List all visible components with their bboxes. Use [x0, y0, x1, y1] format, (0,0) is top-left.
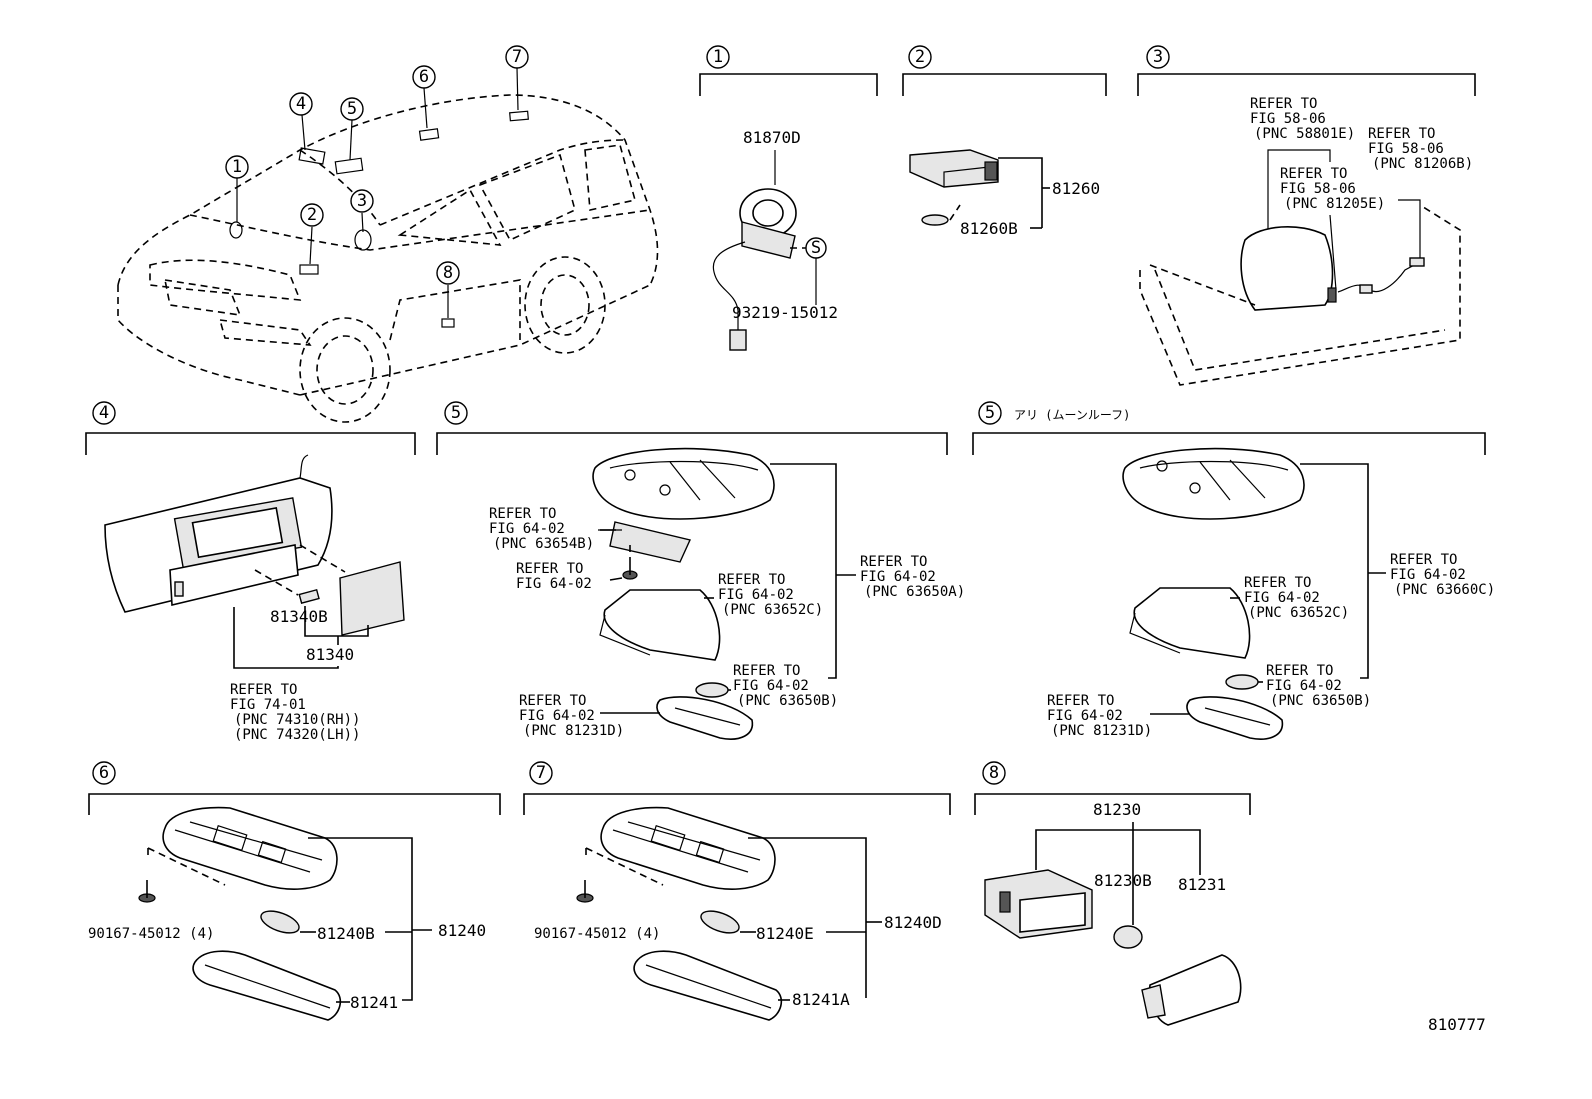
moonroof-note: アリ (ムーンルーフ) — [1014, 408, 1130, 422]
ref-81206B-l1: REFER TO — [1368, 126, 1435, 142]
part-90167-45012-a: 90167-45012 (4) — [88, 926, 214, 942]
callout-3: 3 — [350, 189, 374, 213]
ref-81231D-l2: FIG 64-02 — [519, 708, 595, 724]
ref-63652C-l1: REFER TO — [718, 572, 785, 588]
section-3: 3 REFER TO FIG 58-06 (PNC 58801E) REFER … — [1137, 45, 1476, 386]
ref-81231D-l1: REFER TO — [519, 693, 586, 709]
ref-b-63652C-l3: (PNC 63652C) — [1248, 605, 1349, 621]
s-mark-label: S — [811, 238, 821, 258]
part-81870D: 81870D — [743, 128, 801, 147]
section-5-number: 5 — [451, 403, 461, 423]
callout-6-label: 6 — [419, 67, 429, 87]
callout-2-label: 2 — [307, 205, 317, 225]
ref-81205E-l2: FIG 58-06 — [1280, 181, 1356, 197]
section-5-moonroof: 5 アリ (ムーンルーフ) REFER TO FIG 64-02 (PNC 63… — [972, 401, 1495, 740]
ref-81206B-l3: (PNC 81206B) — [1372, 156, 1473, 172]
part-81240B: 81240B — [317, 924, 375, 943]
ref-fig6402-l1: REFER TO — [516, 561, 583, 577]
ref-81205E-l3: (PNC 81205E) — [1284, 196, 1385, 212]
ref-b-63650B-l1: REFER TO — [1266, 663, 1333, 679]
ref-63650B-l3: (PNC 63650B) — [737, 693, 838, 709]
section-5b-number: 5 — [985, 403, 995, 423]
section-6-number: 6 — [99, 763, 109, 783]
ref-63650A-l1: REFER TO — [860, 554, 927, 570]
ref-63660C-l1: REFER TO — [1390, 552, 1457, 568]
part-81340: 81340 — [306, 645, 354, 664]
ref-63660C-l3: (PNC 63660C) — [1394, 582, 1495, 598]
section-2: 2 81260 81260B — [902, 45, 1107, 238]
diagram-number: 810777 — [1428, 1015, 1486, 1034]
section-7: 7 90167-45012 (4) 81240D 81240E 81241A — [523, 761, 951, 1021]
ref-63652C-l3: (PNC 63652C) — [722, 602, 823, 618]
callout-8: 8 — [436, 261, 460, 285]
ref-63650A-l3: (PNC 63650A) — [864, 584, 965, 600]
section-3-number: 3 — [1153, 47, 1163, 67]
section-4: 4 81340B 81340 REFER TO FIG 74-01 (PNC 7… — [85, 401, 416, 743]
ref-63650A-l2: FIG 64-02 — [860, 569, 936, 585]
section-6: 6 90167-45012 (4) 81240 81240B 81241 — [88, 761, 501, 1021]
part-81240: 81240 — [438, 921, 486, 940]
callout-4: 4 — [289, 92, 313, 116]
callout-5-label: 5 — [347, 99, 357, 119]
part-81231: 81231 — [1178, 875, 1226, 894]
callout-4-label: 4 — [296, 94, 306, 114]
section-1: 1 81870D S 93219-15012 — [699, 45, 878, 351]
ref-b-63650B-l3: (PNC 63650B) — [1270, 693, 1371, 709]
callout-7-label: 7 — [512, 47, 522, 67]
ref-74310-l4: (PNC 74320(LH)) — [234, 727, 360, 743]
ref-74310-l1: REFER TO — [230, 682, 297, 698]
part-90167-45012-b: 90167-45012 (4) — [534, 926, 660, 942]
ref-58801E-l1: REFER TO — [1250, 96, 1317, 112]
ref-63650B-l2: FIG 64-02 — [733, 678, 809, 694]
section-5: 5 REFER TO FIG 64-02 (PNC 63654B) REFER … — [436, 401, 965, 740]
ref-b-63652C-l1: REFER TO — [1244, 575, 1311, 591]
callout-1-label: 1 — [232, 157, 242, 177]
ref-b-63650B-l2: FIG 64-02 — [1266, 678, 1342, 694]
callout-5: 5 — [340, 97, 364, 121]
part-81240E: 81240E — [756, 924, 814, 943]
vehicle-overview: 1 4 5 6 7 2 3 8 — [117, 45, 659, 423]
ref-63654B-l3: (PNC 63654B) — [493, 536, 594, 552]
ref-63654B-l2: FIG 64-02 — [489, 521, 565, 537]
ref-b-81231D-l2: FIG 64-02 — [1047, 708, 1123, 724]
part-81241: 81241 — [350, 993, 398, 1012]
part-81241A: 81241A — [792, 990, 850, 1009]
part-81260: 81260 — [1052, 179, 1100, 198]
callout-6: 6 — [412, 65, 436, 89]
ref-63652C-l2: FIG 64-02 — [718, 587, 794, 603]
part-81340B: 81340B — [270, 607, 328, 626]
ref-b-63652C-l2: FIG 64-02 — [1244, 590, 1320, 606]
ref-74310-l2: FIG 74-01 — [230, 697, 306, 713]
ref-81206B-l2: FIG 58-06 — [1368, 141, 1444, 157]
callout-8-label: 8 — [443, 263, 453, 283]
ref-b-81231D-l3: (PNC 81231D) — [1051, 723, 1152, 739]
ref-b-81231D-l1: REFER TO — [1047, 693, 1114, 709]
part-81240D: 81240D — [884, 913, 942, 932]
section-8-number: 8 — [989, 763, 999, 783]
ref-74310-l3: (PNC 74310(RH)) — [234, 712, 360, 728]
section-4-number: 4 — [99, 403, 109, 423]
section-7-number: 7 — [536, 763, 546, 783]
section-8: 8 81230 81230B 81231 — [974, 761, 1251, 1026]
part-81260B: 81260B — [960, 219, 1018, 238]
ref-58801E-l2: FIG 58-06 — [1250, 111, 1326, 127]
callout-2: 2 — [300, 203, 324, 227]
section-2-number: 2 — [915, 47, 925, 67]
ref-81205E-l1: REFER TO — [1280, 166, 1347, 182]
ref-58801E-l3: (PNC 58801E) — [1254, 126, 1355, 142]
section-1-number: 1 — [713, 47, 723, 67]
part-93219-15012: 93219-15012 — [732, 303, 838, 322]
callout-3-label: 3 — [357, 191, 367, 211]
callout-1: 1 — [225, 155, 249, 179]
part-81230: 81230 — [1093, 800, 1141, 819]
ref-fig6402-l2: FIG 64-02 — [516, 576, 592, 592]
ref-63650B-l1: REFER TO — [733, 663, 800, 679]
ref-63654B-l1: REFER TO — [489, 506, 556, 522]
ref-81231D-l3: (PNC 81231D) — [523, 723, 624, 739]
part-81230B: 81230B — [1094, 871, 1152, 890]
callout-7: 7 — [505, 45, 529, 69]
ref-63660C-l2: FIG 64-02 — [1390, 567, 1466, 583]
